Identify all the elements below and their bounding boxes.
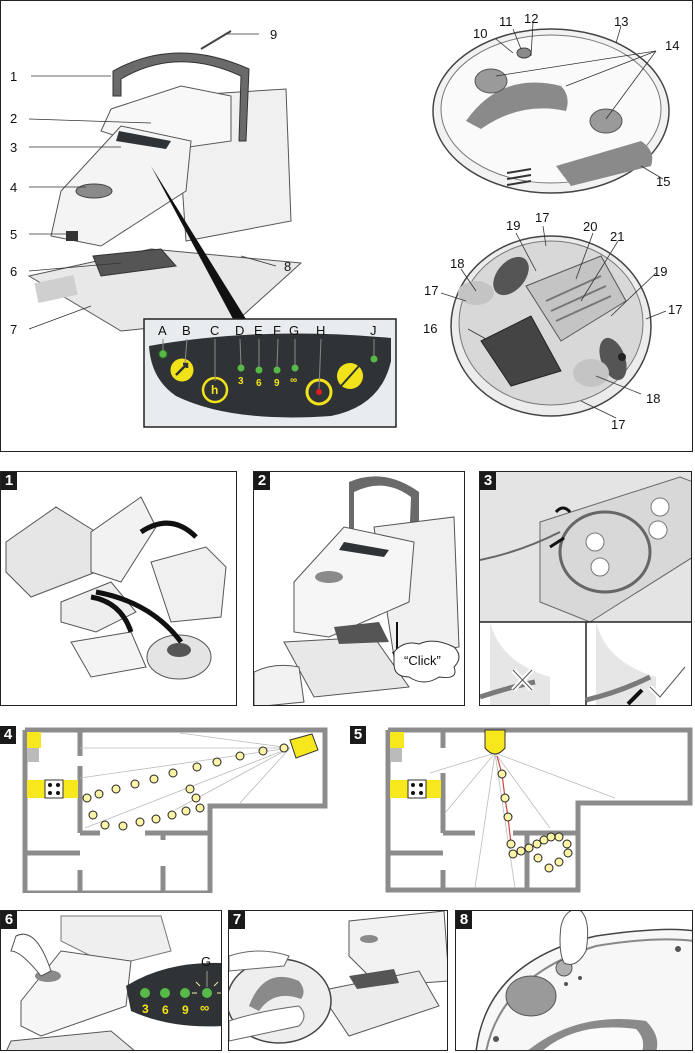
label-17-right: 17 (668, 302, 683, 317)
indicator-letter-g: G (201, 954, 212, 969)
label-4: 4 (10, 180, 18, 195)
step-6-panel: 6 G 3 6 9 ∞ (0, 910, 222, 1051)
label-3: 3 (10, 140, 18, 155)
label-1: 1 (10, 69, 18, 84)
step-number: 6 (1, 911, 17, 929)
label-18-left: 18 (450, 256, 465, 271)
label-15: 15 (656, 174, 671, 189)
panel-timer-infinity: ∞ (290, 375, 298, 386)
base-station-illustration (27, 30, 303, 332)
step-number: 7 (229, 911, 245, 929)
label-10: 10 (473, 26, 488, 41)
timer-9: 9 (182, 1003, 189, 1017)
label-7: 7 (10, 322, 18, 337)
label-5: 5 (10, 227, 18, 242)
step-8-panel: 8 (455, 910, 693, 1051)
label-8: 8 (284, 259, 292, 274)
label-11: 11 (499, 14, 513, 29)
panel-letter-f: F (273, 323, 281, 338)
panel-letter-g: G (289, 323, 300, 338)
panel-letter-j: J (370, 323, 377, 338)
step-4-panel: 4 (0, 718, 335, 893)
label-17-left: 17 (424, 283, 439, 298)
timer-3: 3 (142, 1002, 149, 1016)
step-number: 2 (254, 472, 270, 490)
step-number: 8 (456, 911, 472, 929)
step-3-panel: 3 (479, 471, 692, 706)
label-17-top: 17 (535, 210, 550, 225)
panel-letter-c: C (210, 323, 220, 338)
step-number: 5 (350, 726, 366, 744)
overview-illustration (27, 22, 670, 428)
panel-timer-6: 6 (256, 378, 262, 389)
cable-routing-illustration (480, 472, 691, 705)
robot-top-illustration (432, 22, 670, 194)
timer-6: 6 (162, 1003, 169, 1017)
label-14: 14 (665, 38, 680, 53)
step-number: 4 (0, 726, 16, 744)
click-callout: “Click” (404, 653, 441, 668)
label-19-left: 19 (506, 218, 521, 233)
button-press-illustration (475, 911, 692, 1050)
panel-timer-9: 9 (274, 378, 280, 389)
panel-letter-a: A (158, 323, 167, 338)
panel-button-c-glyph: h (211, 383, 219, 397)
panel-timer-3: 3 (238, 376, 244, 387)
cleaning-path-map-spot (385, 727, 693, 893)
label-9: 9 (270, 27, 278, 42)
panel-letter-d: D (235, 323, 245, 338)
panel-letter-e: E (254, 323, 263, 338)
panel-letter-b: B (182, 323, 191, 338)
label-13: 13 (614, 14, 629, 29)
docking-illustration (254, 476, 460, 705)
step-number: 1 (1, 472, 17, 490)
step-2-panel: 2 “Click” (253, 471, 465, 706)
unpacking-illustration (5, 496, 227, 680)
label-16: 16 (423, 321, 438, 336)
control-panel-inset (143, 318, 397, 428)
step-5-panel: 5 (350, 718, 695, 893)
label-21: 21 (610, 229, 625, 244)
label-18-right: 18 (646, 391, 661, 406)
label-2: 2 (10, 111, 18, 126)
panel-letter-h: H (316, 323, 326, 338)
step-7-panel: 7 (228, 910, 448, 1051)
label-19-right: 19 (653, 264, 668, 279)
cleaning-path-map-random (22, 727, 328, 893)
step-number: 3 (480, 472, 496, 490)
place-robot-illustration (229, 911, 447, 1044)
label-17-bottom: 17 (611, 417, 626, 432)
robot-bottom-illustration (440, 225, 667, 419)
step-1-panel: 1 (0, 471, 237, 706)
timer-infinity: ∞ (200, 1000, 210, 1015)
overview-diagram: 1 2 3 4 5 6 7 8 9 10 11 12 13 14 15 16 1… (0, 0, 693, 452)
timer-select-illustration (6, 915, 221, 1050)
label-6: 6 (10, 264, 18, 279)
label-20: 20 (583, 219, 598, 234)
label-12: 12 (524, 11, 539, 26)
